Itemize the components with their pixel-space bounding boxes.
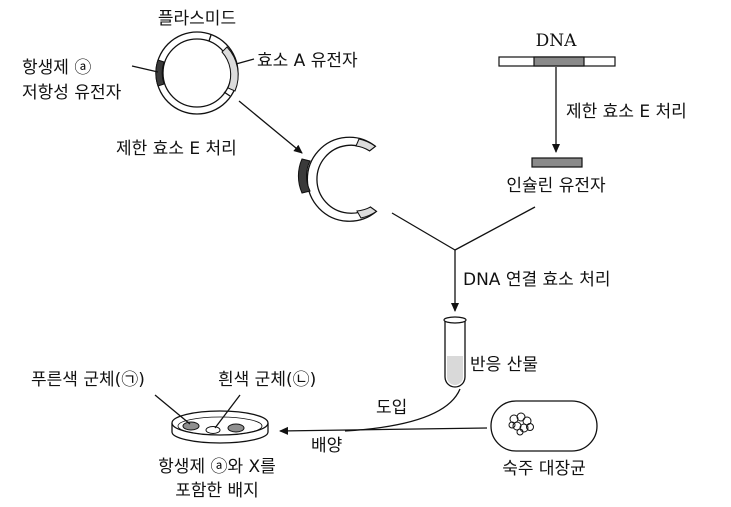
white-colony-pointer [214,394,241,429]
insulin-gene-label: 인슐린 유전자 [506,176,606,196]
enzyme-a-gene-segment [221,46,239,92]
insulin-gene-fragment [531,157,583,168]
ligase-label: DNA 연결 효소 처리 [463,270,611,290]
culture-arrow [279,426,488,435]
cut-plasmid-resistance-segment [297,158,311,194]
enzyme-a-gene-pointer [235,58,255,65]
merge-line-insulin [454,206,536,251]
merge-line-plasmid [391,212,456,251]
white-colony-label: 흰색 군체(㉡) [218,370,316,390]
blue-colony-2 [227,423,245,433]
tube-rim [443,316,467,324]
dish-inner-rim [177,416,263,436]
host-dna-tangle [508,412,534,436]
plasmid [155,31,239,115]
blue-colony-1 [182,421,200,431]
plasmid-cut-mark-2 [223,91,231,97]
dna-strand [498,56,616,67]
plasmid-label: 플라스미드 [158,9,236,29]
dna-label: DNA [536,31,578,51]
cut-plasmid-enzyme-a-left [355,138,377,152]
host-cell [490,400,598,452]
restriction-right-label: 제한 효소 E 처리 [566,102,687,122]
plasmid-cut-mark-1 [208,34,212,42]
restriction-left-label: 제한 효소 E 처리 [116,139,237,159]
tube-product [447,356,463,385]
test-tube [443,316,467,388]
resistance-gene-pointer [131,65,159,73]
petri-dish [171,410,269,444]
resistance-gene-label-line1: 항생제 ⓐ [22,58,91,78]
arrow-plasmid-to-cut [238,100,303,154]
host-label: 숙주 대장균 [502,459,586,479]
introduce-label: 도입 [376,398,407,418]
cut-plasmid [297,136,378,222]
product-label: 반응 산물 [470,355,538,375]
culture-label: 배양 [311,436,342,456]
medium-label-line2: 포함한 배지 [175,481,259,501]
dna-insulin-region [533,56,585,67]
plasmid-inner-ring [162,38,232,108]
tube-body [444,320,466,388]
blue-colony-label: 푸른색 군체(㉠) [31,370,145,390]
plasmid-outer-ring [155,31,239,115]
cut-plasmid-enzyme-a-right [356,206,378,219]
enzyme-a-gene-label: 효소 A 유전자 [257,51,358,71]
white-colony [205,426,221,434]
medium-label-line1: 항생제 ⓐ와 X를 [158,457,276,477]
resistance-gene-label-line2: 저항성 유전자 [22,83,122,103]
resistance-gene-segment [155,59,165,87]
blue-colony-pointer [154,394,191,425]
